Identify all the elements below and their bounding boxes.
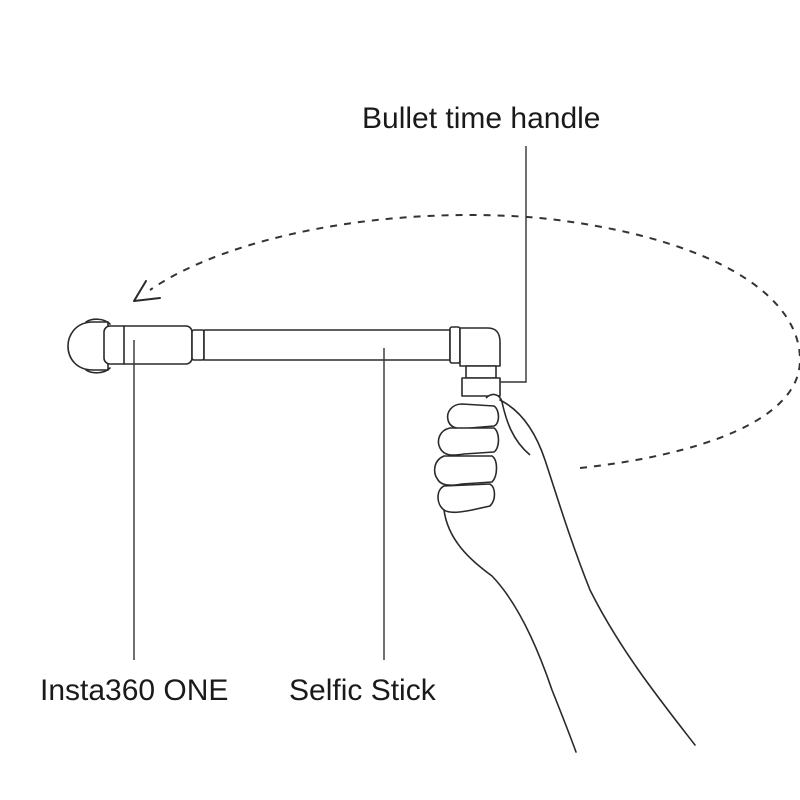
selfie-stick xyxy=(191,326,461,364)
rotation-path-dashed-arc xyxy=(149,214,800,469)
label-bullet-time-handle: Bullet time handle xyxy=(362,102,600,135)
rotation-arrowhead xyxy=(133,280,161,302)
label-insta360-one: Insta360 ONE xyxy=(40,674,228,707)
leader-bullet-time-handle xyxy=(500,146,527,383)
insta360-one-camera xyxy=(67,318,193,374)
hand-illustration xyxy=(433,393,696,753)
label-selfie-stick: Selfic Stick xyxy=(289,674,437,707)
bullet-time-handle xyxy=(459,327,501,397)
